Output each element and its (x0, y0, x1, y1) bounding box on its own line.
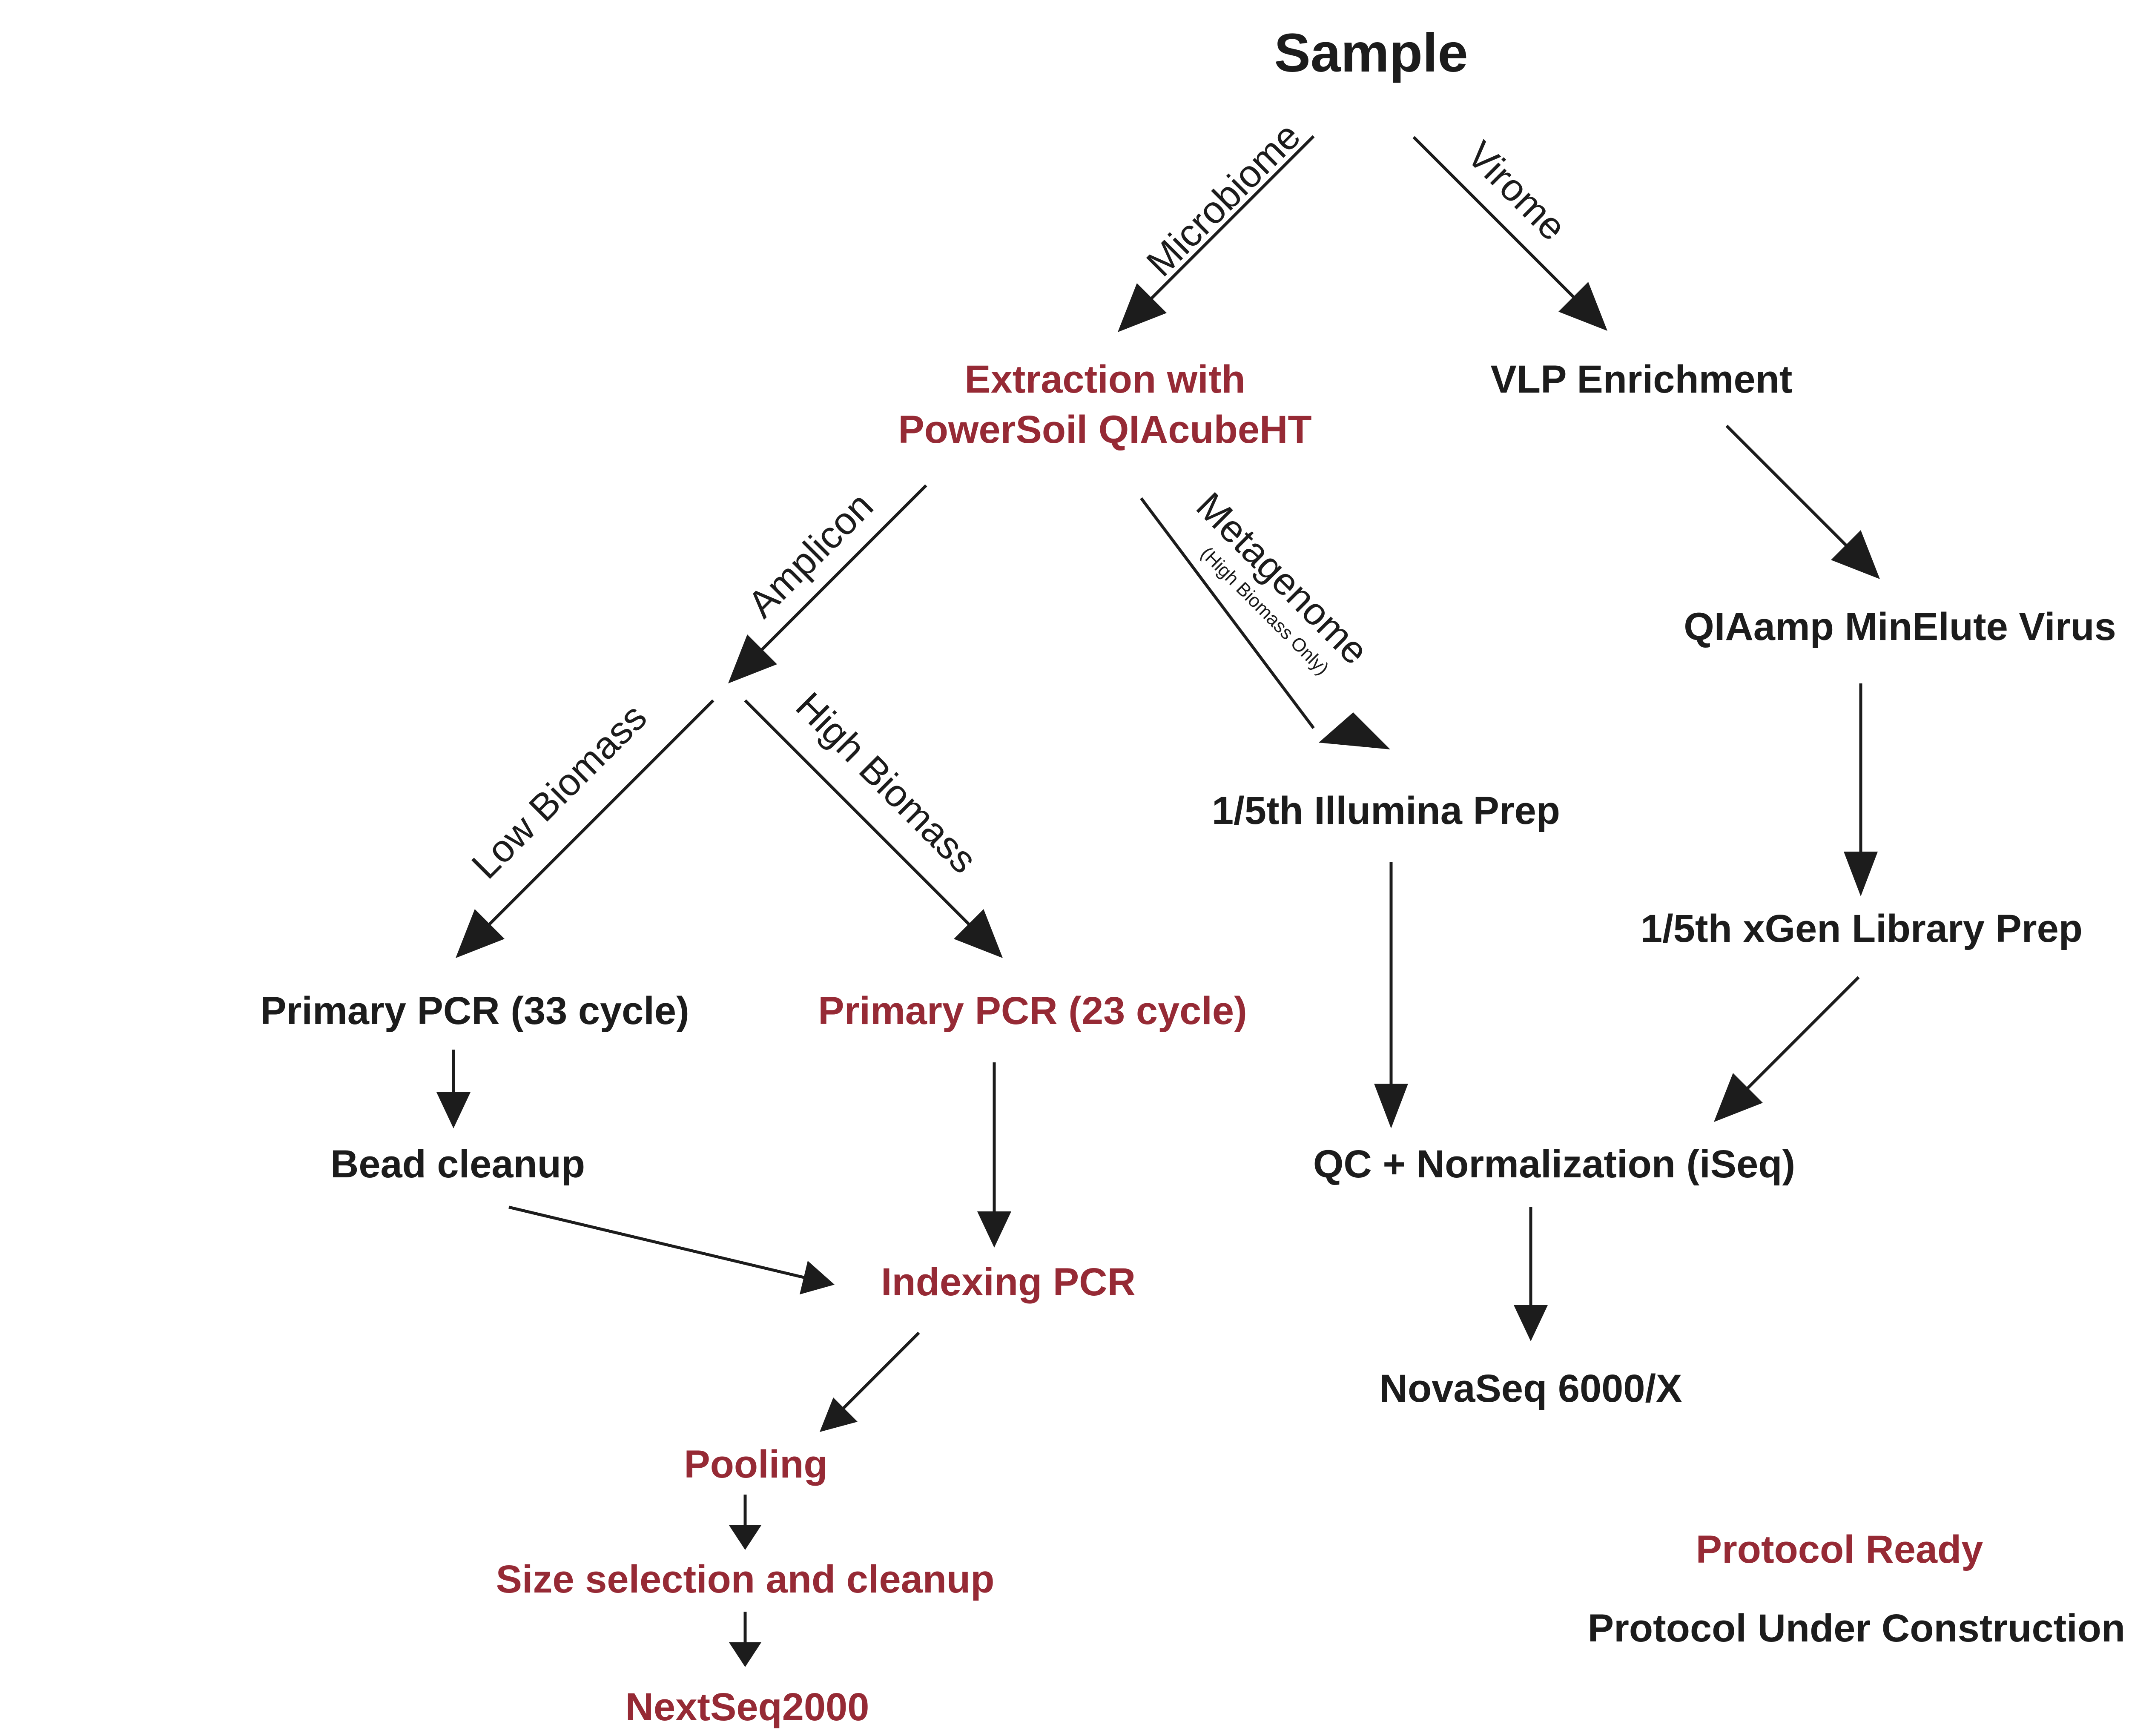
arrowhead-vlp (1558, 282, 1607, 331)
arrowhead-qiaamp (1831, 530, 1880, 579)
arrowhead-xgen (1844, 852, 1878, 896)
arrowhead-indexing-from-bead (800, 1261, 835, 1294)
edge-extraction-to-illumina-prep (1140, 497, 1315, 729)
node-nextseq: NextSeq2000 (626, 1685, 869, 1729)
edge-label-microbiome: Microbiome (1139, 115, 1309, 285)
node-size-selection: Size selection and cleanup (496, 1558, 995, 1601)
node-pooling: Pooling (684, 1443, 827, 1486)
node-extraction-line2: PowerSoil QIAcubeHT (898, 408, 1311, 451)
node-vlp-enrichment: VLP Enrichment (1491, 358, 1793, 401)
node-extraction-line1: Extraction with (964, 358, 1245, 401)
arrowhead-size (729, 1525, 761, 1550)
legend: Protocol Ready Protocol Under Constructi… (1588, 1528, 2125, 1650)
node-bead-cleanup: Bead cleanup (330, 1142, 585, 1186)
node-illumina-prep: 1/5th Illumina Prep (1212, 789, 1560, 832)
edge-label-amplicon: Amplicon (740, 485, 881, 626)
node-primary-pcr-23: Primary PCR (23 cycle) (818, 989, 1247, 1033)
arrowhead-nextseq (729, 1642, 761, 1667)
legend-protocol-ready: Protocol Ready (1696, 1528, 1983, 1571)
node-qiaamp: QIAamp MinElute Virus (1684, 605, 2116, 648)
edge-extraction-to-amplicon (750, 484, 927, 661)
edges (452, 135, 1862, 1654)
arrowhead-qc-from-illumina (1374, 1084, 1408, 1128)
diagram-title: Sample (1274, 23, 1468, 83)
edge-label-high-biomass: High Biomass (788, 684, 985, 881)
edge-sample-to-extraction (1140, 135, 1315, 310)
edge-bead-to-indexing (508, 1205, 822, 1283)
edge-label-low-biomass: Low Biomass (464, 696, 655, 887)
nodes: Extraction with PowerSoil QIAcubeHT VLP … (260, 358, 2116, 1729)
arrowhead-indexing-from-pcr23 (977, 1211, 1011, 1248)
edge-labels: Microbiome Virome Amplicon Metagenome (H… (464, 115, 1574, 887)
node-qc-normalization: QC + Normalization (iSeq) (1313, 1142, 1795, 1186)
arrowhead-amplicon (728, 634, 777, 683)
edge-indexing-to-pooling (831, 1331, 920, 1420)
arrowhead-illumina-prep (1319, 712, 1390, 749)
node-primary-pcr-33: Primary PCR (33 cycle) (260, 989, 689, 1033)
arrowhead-novaseq (1514, 1305, 1548, 1341)
edge-sample-to-vlp (1412, 136, 1585, 309)
arrowheads (436, 282, 1880, 1667)
arrowhead-pooling (820, 1397, 858, 1432)
edge-amplicon-to-high-biomass (744, 699, 981, 936)
arrowhead-qc-from-xgen (1714, 1073, 1763, 1122)
arrowhead-bead (436, 1092, 471, 1128)
edge-vlp-to-qiaamp (1725, 425, 1858, 557)
edge-label-metagenome: Metagenome (1188, 485, 1376, 673)
arrowhead-pcr23 (954, 909, 1003, 958)
node-xgen-library-prep: 1/5th xGen Library Prep (1641, 907, 2083, 950)
node-novaseq: NovaSeq 6000/X (1380, 1367, 1682, 1410)
node-indexing-pcr: Indexing PCR (881, 1260, 1136, 1304)
arrowhead-extraction (1118, 283, 1167, 332)
edge-xgen-to-qc (1736, 976, 1860, 1100)
legend-protocol-under-construction: Protocol Under Construction (1588, 1607, 2125, 1650)
arrowhead-pcr33 (456, 909, 505, 958)
edge-amplicon-to-low-biomass (478, 699, 714, 936)
edge-label-virome: Virome (1459, 133, 1574, 249)
